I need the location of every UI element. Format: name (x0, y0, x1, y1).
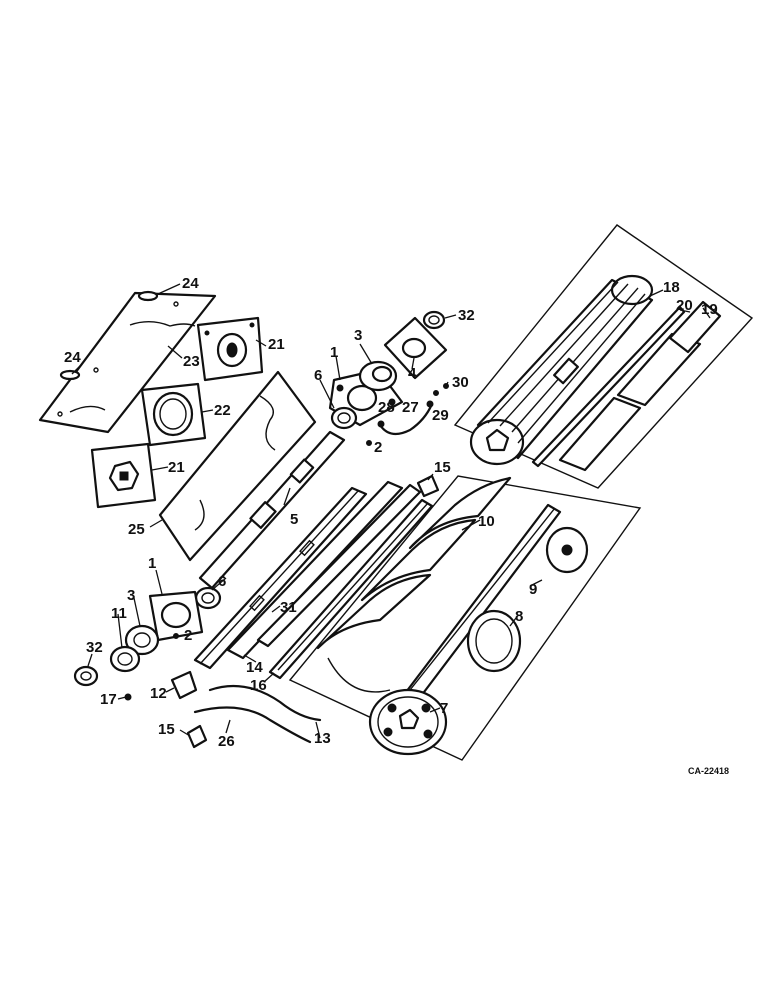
disc-8 (466, 609, 522, 673)
callout-28: 28 (378, 399, 395, 416)
bearing-plate-21-upper (196, 316, 264, 382)
seal-32-upper (422, 310, 446, 330)
callout-21-lower: 21 (168, 459, 185, 476)
callout-6-lower: 6 (218, 573, 226, 590)
callout-27: 27 (402, 399, 419, 416)
clip-15-upper (416, 474, 440, 498)
rasp-bar-16 (268, 498, 434, 680)
leader-lines (71, 283, 711, 739)
callout-10: 10 (478, 513, 495, 530)
callout-3-lower: 3 (127, 587, 135, 604)
callout-30: 30 (452, 374, 469, 391)
strip-20 (531, 305, 686, 468)
rotor-18 (469, 274, 654, 466)
callout-1-lower: 1 (148, 555, 156, 572)
collar-6-upper (330, 406, 358, 430)
callout-21-upper: 21 (268, 336, 285, 353)
callout-2-upper: 2 (374, 439, 382, 456)
callout-12: 12 (150, 685, 167, 702)
callout-6-upper: 6 (314, 367, 322, 384)
callout-26: 26 (218, 733, 235, 750)
strip-19 (558, 300, 722, 472)
callout-5: 5 (290, 511, 298, 528)
callout-24-left: 24 (64, 349, 81, 366)
callout-14: 14 (246, 659, 263, 676)
drawing-code: CA-22418 (688, 766, 729, 776)
callout-32-lower: 32 (86, 639, 103, 656)
bearing-3-lower (124, 624, 160, 656)
seal-32-lower (73, 665, 99, 687)
ring-11 (109, 645, 141, 673)
plate-4 (383, 316, 448, 380)
callout-19: 19 (701, 301, 718, 318)
callout-2-lower: 2 (184, 627, 192, 644)
callout-4: 4 (408, 365, 417, 382)
callout-20: 20 (676, 297, 693, 314)
clip-15-lower (186, 724, 208, 749)
cover-plug-24-left (59, 369, 81, 381)
callout-24-top: 24 (182, 275, 199, 292)
grease-line-27 (377, 383, 449, 436)
callouts: 24 24 23 21 22 21 25 32 3 1 6 4 28 2 27 … (64, 275, 718, 750)
bolt-2-lower (173, 633, 179, 639)
callout-16: 16 (250, 677, 267, 694)
callout-9: 9 (529, 581, 537, 598)
callout-29: 29 (432, 407, 449, 424)
panel-25 (158, 370, 317, 562)
wheel-7 (368, 688, 448, 756)
collar-6-lower (194, 586, 222, 610)
bearing-plate-22 (140, 382, 207, 447)
callout-18: 18 (663, 279, 680, 296)
wheel-upper-right (545, 526, 589, 574)
channel-31 (226, 480, 422, 660)
cover-plug-24-top (137, 290, 159, 302)
callout-13: 13 (314, 730, 331, 747)
flange-bearing-1-lower (148, 590, 204, 642)
callout-17: 17 (100, 691, 117, 708)
callout-7: 7 (440, 700, 448, 717)
rod-13 (208, 684, 322, 722)
callout-1-upper: 1 (330, 344, 338, 361)
rotor-inset-frame (453, 224, 754, 489)
rod-26 (193, 706, 312, 744)
callout-32-upper: 32 (458, 307, 475, 324)
callout-3-upper: 3 (354, 327, 362, 344)
callout-15-lower: 15 (158, 721, 175, 738)
concave-10 (316, 476, 512, 693)
rasp-bar-14 (193, 486, 368, 670)
callout-25: 25 (128, 521, 145, 538)
bracket-12 (170, 670, 198, 700)
callout-31: 31 (280, 599, 297, 616)
callout-22: 22 (214, 402, 231, 419)
bolt-2-upper (366, 440, 372, 446)
callout-15-upper: 15 (434, 459, 451, 476)
bearing-plate-21-lower (90, 442, 157, 509)
bearing-3-upper (358, 360, 398, 392)
callout-23: 23 (183, 353, 200, 370)
callout-8: 8 (515, 608, 523, 625)
callout-11: 11 (111, 605, 127, 622)
